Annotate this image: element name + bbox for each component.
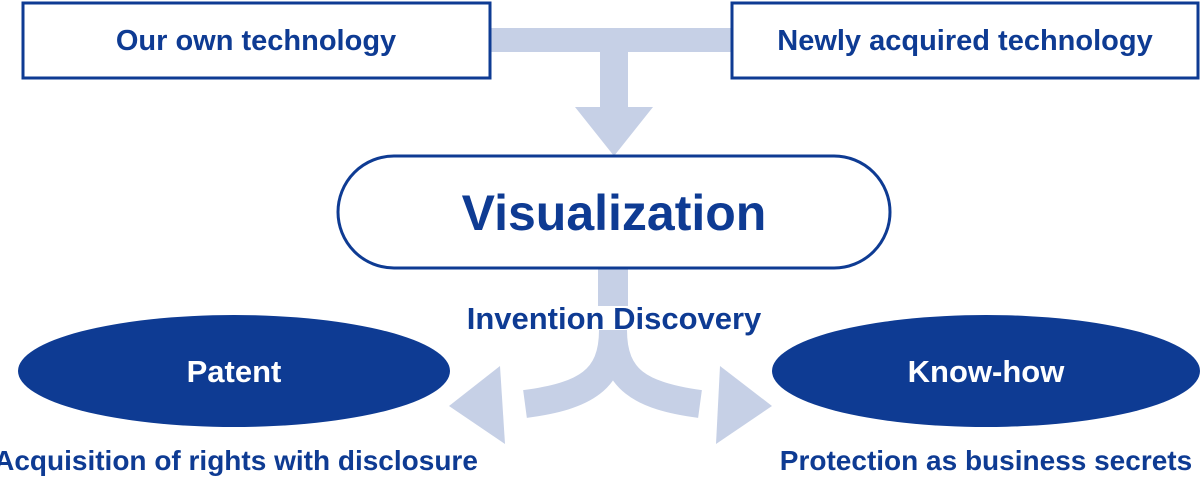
- patent-caption: Acquisition of rights with disclosure: [0, 445, 478, 476]
- outcome-oval-patent-label: Patent: [187, 354, 282, 389]
- source-connector-bar: [485, 28, 740, 52]
- outcome-oval-patent: Patent: [18, 315, 450, 427]
- visualization-hub: Visualization: [336, 154, 892, 270]
- outcome-oval-know-how: Know-how: [772, 315, 1200, 427]
- stem-below-visualization: [598, 266, 628, 306]
- source-box-acquired-technology: Newly acquired technology: [730, 1, 1200, 80]
- source-box-acquired-technology-label: Newly acquired technology: [777, 25, 1152, 57]
- split-arrow-right-head: [716, 366, 772, 444]
- visualization-hub-label: Visualization: [462, 185, 767, 241]
- outcome-oval-know-how-label: Know-how: [908, 354, 1066, 389]
- know-how-caption: Protection as business secrets: [780, 445, 1192, 476]
- source-box-own-technology-label: Our own technology: [116, 25, 396, 57]
- down-arrow-to-visualization: [575, 52, 653, 156]
- split-arrow-left-head: [449, 366, 505, 444]
- invention-discovery-label: Invention Discovery: [467, 301, 762, 336]
- split-arrow-right-branch: [599, 329, 702, 418]
- source-box-own-technology: Our own technology: [21, 1, 492, 80]
